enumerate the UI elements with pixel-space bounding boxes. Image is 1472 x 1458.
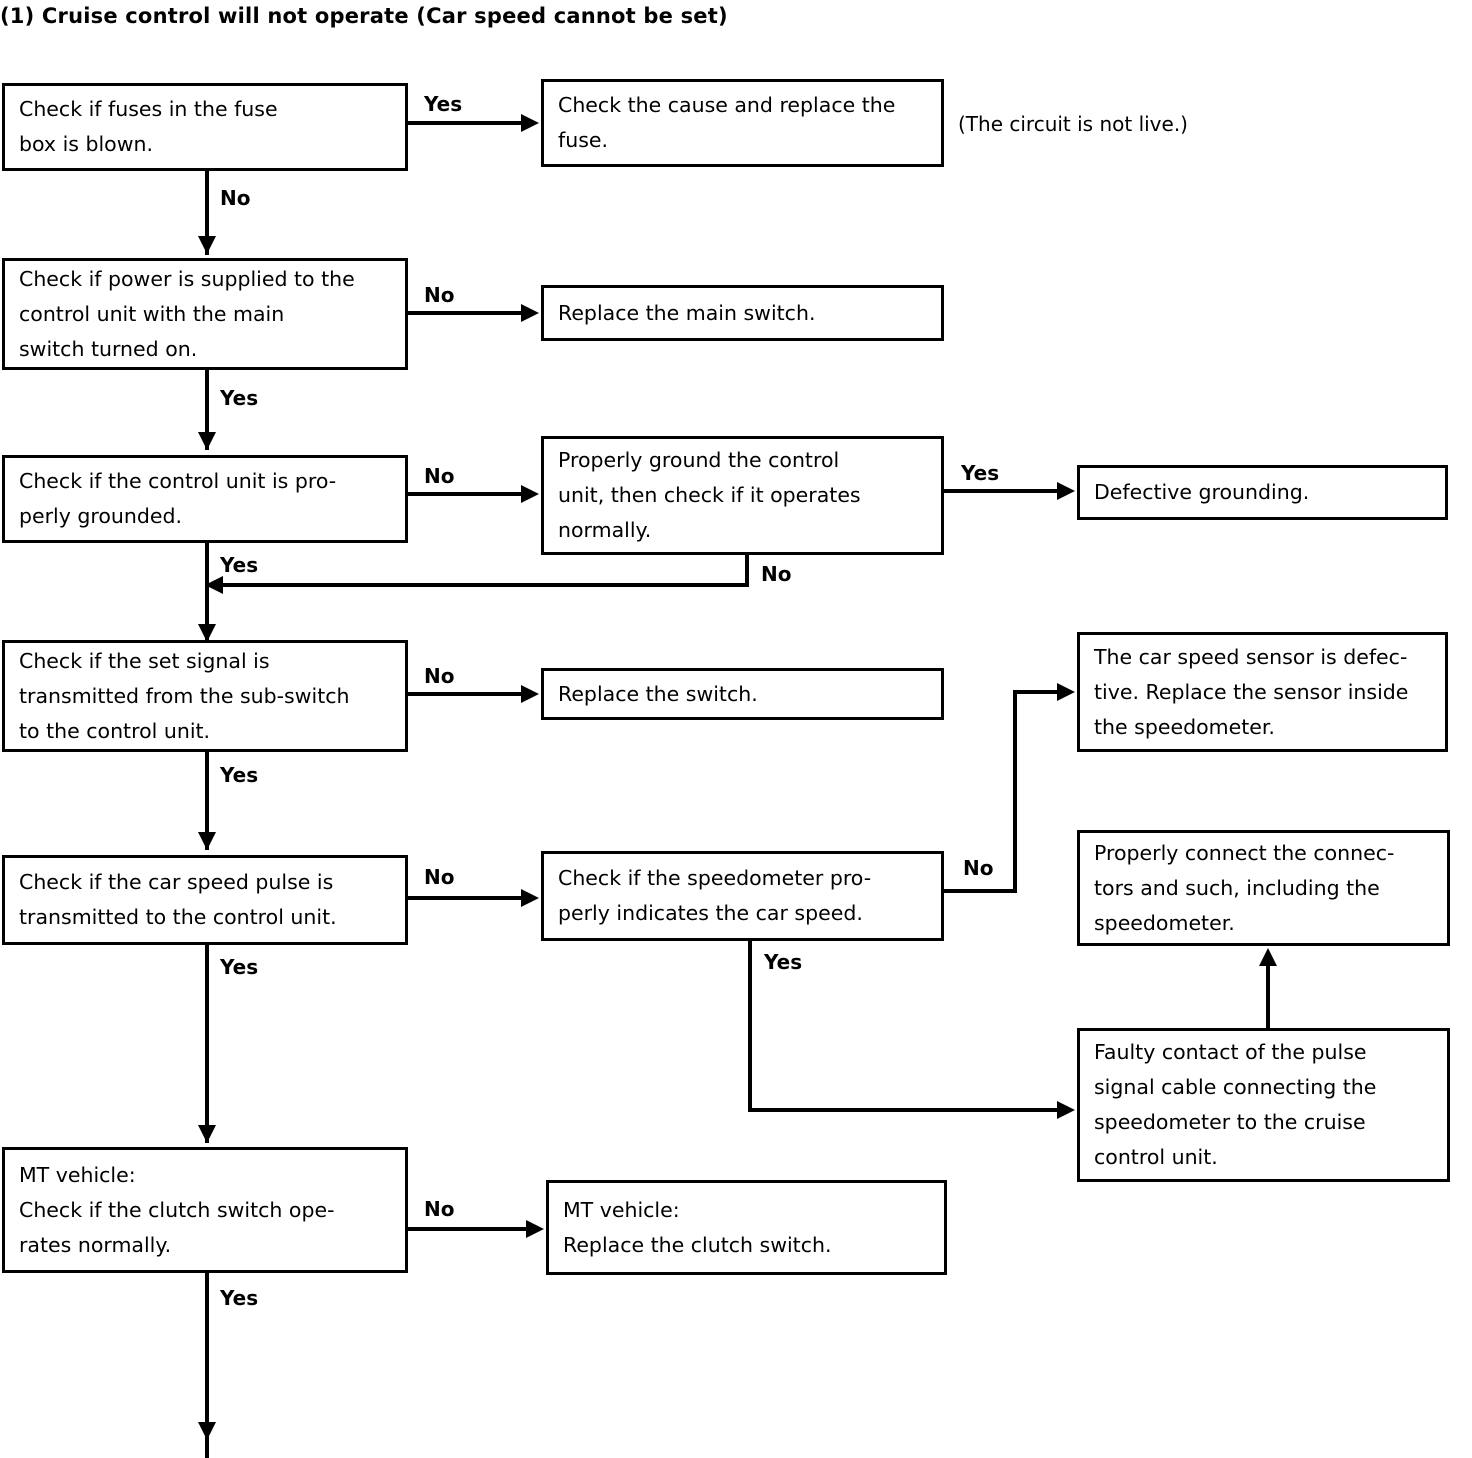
edge-fuse-no	[205, 171, 209, 255]
arrowhead-speedometer-yes-icon	[1057, 1101, 1075, 1119]
arrowhead-speed-pulse-yes-icon	[198, 1125, 216, 1143]
arrowhead-clutch-yes-icon	[198, 1422, 216, 1440]
edge-ground-no	[408, 492, 523, 496]
box-clutch-check: MT vehicle: Check if the clutch switch o…	[2, 1147, 408, 1273]
edge-speedometer-yes-right	[748, 1108, 1059, 1112]
edge-label-power-yes: Yes	[220, 386, 259, 410]
edge-fuse-yes	[408, 121, 523, 125]
edge-label-fuse-no: No	[220, 186, 251, 210]
edge-label-clutch-no: No	[424, 1197, 455, 1221]
arrowhead-fuse-yes-icon	[521, 114, 539, 132]
box-faulty-contact: Faulty contact of the pulse signal cable…	[1077, 1028, 1450, 1182]
arrowhead-clutch-no-icon	[526, 1220, 544, 1238]
edge-label-set-signal-no: No	[424, 664, 455, 688]
box-main-switch-replace: Replace the main switch.	[541, 285, 944, 341]
arrowhead-speedometer-no-icon	[1057, 683, 1075, 701]
edge-speedometer-no-up	[1013, 690, 1017, 893]
circuit-not-live-note: (The circuit is not live.)	[958, 112, 1188, 136]
edge-label-ground-properly-no: No	[761, 562, 792, 586]
edge-label-set-signal-yes: Yes	[220, 763, 259, 787]
edge-speedometer-yes-down	[748, 941, 752, 1112]
arrowhead-power-no-icon	[521, 304, 539, 322]
edge-speedometer-no-into-sensor	[1017, 690, 1059, 694]
box-switch-replace: Replace the switch.	[541, 668, 944, 720]
edge-faulty-to-connectors	[1266, 962, 1270, 1030]
box-fuse-replace: Check the cause and replace the fuse.	[541, 79, 944, 167]
edge-speedometer-no-right	[944, 889, 1017, 893]
arrowhead-speed-pulse-no-icon	[521, 889, 539, 907]
box-speed-sensor-defective: The car speed sensor is defec- tive. Rep…	[1077, 632, 1448, 752]
arrowhead-ground-yes-icon	[198, 624, 216, 642]
edge-power-yes	[205, 370, 209, 450]
arrowhead-faulty-to-connectors-icon	[1259, 948, 1277, 966]
edge-label-speedometer-no: No	[963, 856, 994, 880]
edge-set-signal-no	[408, 692, 523, 696]
edge-ground-properly-no-down	[745, 555, 749, 585]
page-title: (1) Cruise control will not operate (Car…	[0, 4, 728, 28]
edge-label-power-no: No	[424, 283, 455, 307]
edge-speed-pulse-no	[408, 896, 523, 900]
arrowhead-fuse-no-icon	[198, 236, 216, 254]
arrowhead-power-yes-icon	[198, 432, 216, 450]
edge-ground-properly-yes	[944, 489, 1059, 493]
edge-label-fuse-yes: Yes	[424, 92, 463, 116]
box-ground-properly: Properly ground the control unit, then c…	[541, 436, 944, 555]
box-speed-pulse-check: Check if the car speed pulse is transmit…	[2, 855, 408, 945]
arrowhead-ground-no-icon	[521, 485, 539, 503]
box-fuse-check: Check if fuses in the fuse box is blown.	[2, 83, 408, 171]
box-ground-check: Check if the control unit is pro- perly …	[2, 455, 408, 543]
edge-speed-pulse-yes	[205, 945, 209, 1143]
edge-label-speed-pulse-no: No	[424, 865, 455, 889]
edge-label-ground-no: No	[424, 464, 455, 488]
box-power-check: Check if power is supplied to the contro…	[2, 258, 408, 370]
box-set-signal-check: Check if the set signal is transmitted f…	[2, 640, 408, 752]
edge-power-no	[408, 311, 523, 315]
box-defective-grounding: Defective grounding.	[1077, 465, 1448, 520]
arrowhead-ground-properly-yes-icon	[1057, 482, 1075, 500]
edge-label-ground-properly-yes: Yes	[961, 461, 1000, 485]
arrowhead-set-signal-no-icon	[521, 685, 539, 703]
arrowhead-set-signal-yes-icon	[198, 832, 216, 850]
edge-ground-properly-no-left	[222, 583, 749, 587]
edge-label-speed-pulse-yes: Yes	[220, 955, 259, 979]
edge-clutch-no	[408, 1227, 528, 1231]
edge-label-speedometer-yes: Yes	[764, 950, 803, 974]
arrowhead-ground-properly-no-icon	[205, 576, 223, 594]
box-speedometer-check: Check if the speedometer pro- perly indi…	[541, 851, 944, 941]
edge-label-ground-yes: Yes	[220, 553, 259, 577]
edge-label-clutch-yes: Yes	[220, 1286, 259, 1310]
box-connectors-connect: Properly connect the connec- tors and su…	[1077, 830, 1450, 946]
edge-ground-yes	[205, 543, 209, 643]
box-clutch-replace: MT vehicle: Replace the clutch switch.	[546, 1180, 947, 1275]
edge-clutch-yes	[205, 1273, 209, 1458]
edge-set-signal-yes	[205, 752, 209, 850]
